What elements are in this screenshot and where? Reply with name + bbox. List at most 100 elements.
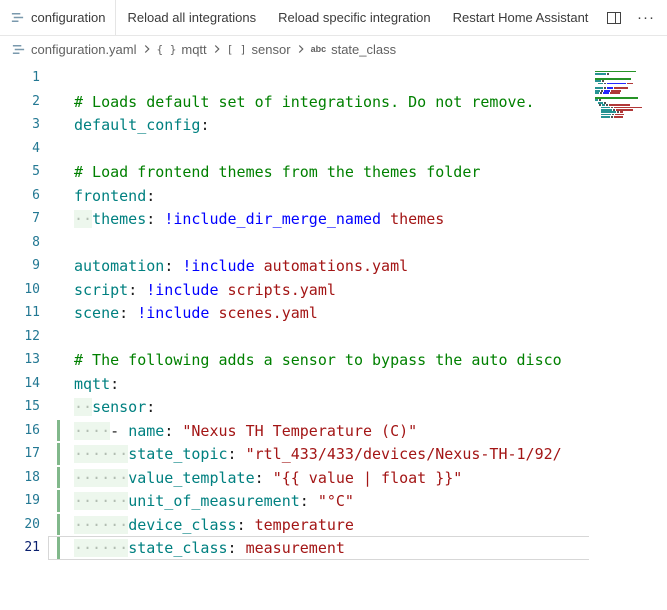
breadcrumb-item-sensor[interactable]: [ ]sensor — [226, 42, 292, 57]
token-key: value_template — [128, 468, 255, 487]
line-number[interactable]: 7 — [32, 211, 40, 226]
line-number[interactable]: 9 — [32, 258, 40, 273]
line-number[interactable]: 18 — [24, 469, 40, 485]
token-text: : — [254, 468, 273, 487]
line-number[interactable]: 16 — [24, 422, 40, 438]
line-number[interactable]: 1 — [32, 70, 40, 85]
line-number[interactable]: 13 — [24, 352, 40, 367]
line-number[interactable]: 20 — [24, 516, 40, 532]
code-line[interactable]: 8 — [0, 231, 667, 255]
line-number[interactable]: 19 — [24, 493, 40, 508]
minimap-line — [595, 92, 667, 94]
gutter-decoration — [49, 326, 65, 348]
line-number[interactable]: 15 — [24, 399, 40, 414]
breadcrumb-item-configuration-yaml[interactable]: configuration.yaml — [10, 42, 138, 57]
line-content: scene: !include scenes.yaml — [65, 302, 318, 324]
token-key: name — [128, 421, 165, 440]
token-key: state_topic — [128, 445, 228, 463]
minimap-segment — [627, 82, 633, 85]
code-line[interactable]: 7··themes: !include_dir_merge_named them… — [0, 207, 667, 231]
code-line[interactable]: 1 — [0, 66, 667, 90]
line-content: ······value_template: "{{ value | float … — [65, 467, 462, 489]
code-line[interactable]: 16 ····- name: "Nexus TH Temperature (C)" — [0, 419, 667, 443]
code-line[interactable]: 10 script: !include scripts.yaml — [0, 278, 667, 302]
code-line[interactable]: 17 ······state_topic: "rtl_433/433/device… — [0, 442, 667, 466]
restart-home-assistant-button[interactable]: Restart Home Assistant — [452, 10, 589, 25]
token-text: : — [299, 492, 318, 510]
more-actions-button[interactable]: ··· — [637, 9, 655, 26]
token-ws: ······ — [74, 539, 129, 557]
token-text: : — [119, 304, 138, 322]
token-text: : — [128, 280, 147, 299]
code-line[interactable]: 18 ······value_template: "{{ value | floa… — [0, 466, 667, 490]
line-body: ······state_topic: "rtl_433/433/devices/… — [48, 442, 667, 466]
minimap-segment — [595, 89, 600, 92]
line-body: default_config: — [48, 113, 667, 137]
line-number[interactable]: 21 — [24, 540, 40, 555]
code-line[interactable]: 15 ··sensor: — [0, 395, 667, 419]
code-line[interactable]: 11 scene: !include scenes.yaml — [0, 301, 667, 325]
breadcrumb-label: mqtt — [181, 41, 207, 57]
token-str: "rtl_433/433/devices/Nexus-TH-1/92/ — [245, 445, 562, 463]
minimap-segment — [602, 80, 604, 82]
code-line[interactable]: 13 # The following adds a sensor to bypas… — [0, 348, 667, 372]
line-number[interactable]: 4 — [32, 140, 40, 156]
minimap-segment — [595, 87, 603, 90]
line-body: script: !include scripts.yaml — [48, 278, 667, 302]
code-line[interactable]: 4 — [0, 137, 667, 161]
tab-configuration[interactable]: configuration — [0, 0, 117, 35]
line-number[interactable]: 5 — [32, 164, 40, 179]
line-content — [65, 67, 74, 89]
minimap[interactable] — [589, 62, 667, 610]
breadcrumb-item-mqtt[interactable]: { } mqtt — [156, 42, 208, 57]
line-body: scene: !include scenes.yaml — [48, 301, 667, 325]
gutter-decoration — [49, 67, 65, 89]
reload-all-integrations-button[interactable]: Reload all integrations — [127, 10, 257, 25]
code-line[interactable]: 2# Loads default set of integrations. Do… — [0, 90, 667, 114]
minimap-segment — [601, 116, 610, 118]
token-key: state_class — [128, 539, 228, 557]
line-content: ····- name: "Nexus TH Temperature (C)" — [65, 420, 417, 442]
token-comment: # The following adds a sensor to bypass … — [74, 351, 562, 369]
minimap-segment — [611, 89, 621, 92]
line-number[interactable]: 11 — [24, 305, 40, 320]
token-tag: !include_dir_merge_named — [164, 210, 382, 228]
minimap-segment — [599, 104, 601, 106]
reload-specific-integration-button[interactable]: Reload specific integration — [278, 10, 431, 25]
line-number[interactable]: 17 — [24, 446, 40, 461]
line-number[interactable]: 10 — [24, 281, 40, 297]
code-line[interactable]: 5# Load frontend themes from the themes … — [0, 160, 667, 184]
minimap-segment — [595, 97, 638, 99]
token-ws: ······ — [74, 492, 129, 510]
code-line[interactable]: 3 default_config: — [0, 113, 667, 137]
code-line[interactable]: 20 ······device_class: temperature — [0, 513, 667, 537]
code-line[interactable]: 12 — [0, 325, 667, 349]
line-number[interactable]: 3 — [32, 117, 40, 132]
line-number[interactable]: 6 — [32, 187, 40, 203]
line-number[interactable]: 2 — [32, 93, 40, 109]
line-body: ······device_class: temperature — [48, 513, 667, 537]
code-line[interactable]: 21 ······state_class: measurement — [0, 536, 667, 560]
minimap-line — [595, 104, 667, 106]
line-content: ··sensor: — [65, 396, 155, 418]
gutter-decoration — [49, 255, 65, 277]
line-number[interactable]: 12 — [24, 328, 40, 344]
token-text: : — [200, 116, 210, 134]
split-editor-button[interactable] — [603, 7, 625, 29]
code-line[interactable]: 19······unit_of_measurement: "°C" — [0, 489, 667, 513]
token-str: "{{ value | float }}" — [272, 468, 463, 487]
minimap-segment — [612, 113, 614, 116]
line-number[interactable]: 14 — [24, 375, 40, 391]
gutter-decoration — [49, 443, 65, 465]
minimap-segment — [611, 106, 613, 109]
token-key: mqtt — [74, 374, 111, 393]
line-number[interactable]: 8 — [32, 234, 40, 250]
minimap-segment — [609, 104, 630, 106]
line-body: ······state_class: measurement — [48, 536, 667, 560]
line-body: ····- name: "Nexus TH Temperature (C)" — [48, 419, 667, 443]
object-symbol-icon: { } — [156, 42, 177, 56]
